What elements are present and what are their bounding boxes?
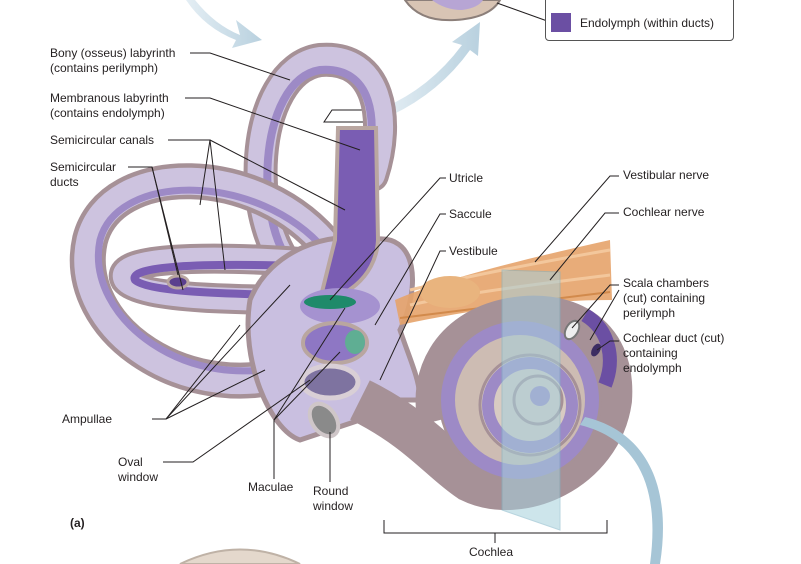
semicircular-duct-cut xyxy=(166,274,190,290)
endolymph-legend-label: Endolymph (within ducts) xyxy=(580,16,715,30)
label-ampullae: Ampullae xyxy=(62,412,113,426)
label-membranous-labyrinth: Membranous labyrinth (contains endolymph… xyxy=(50,91,169,120)
magnified-view-circle xyxy=(403,0,551,23)
label-vestibule: Vestibule xyxy=(449,244,498,258)
label-maculae: Maculae xyxy=(248,480,294,494)
label-cochlea: Cochlea xyxy=(469,545,514,559)
label-utricle: Utricle xyxy=(449,171,484,185)
label-saccule: Saccule xyxy=(449,207,492,221)
label-semicircular-ducts: Semicircular ducts xyxy=(50,160,117,189)
section-plane xyxy=(501,269,561,531)
legend-box xyxy=(545,0,734,41)
panel-label: (a) xyxy=(70,516,85,530)
endolymph-legend-swatch xyxy=(551,13,571,32)
bottom-detail-circle xyxy=(179,548,301,564)
top-left-arrow xyxy=(186,0,262,48)
label-round-window: Round window xyxy=(313,484,354,513)
label-bony-labyrinth: Bony (osseus) labyrinth (contains perily… xyxy=(50,46,176,75)
label-vestibular-nerve: Vestibular nerve xyxy=(623,168,710,182)
label-scala-chambers: Scala chambers (cut) containing perilymp… xyxy=(623,276,710,320)
label-cochlear-nerve: Cochlear nerve xyxy=(623,205,705,219)
cochlea-detail-arrow xyxy=(580,417,663,564)
leader-lines xyxy=(128,52,620,543)
vestibule-body xyxy=(245,126,423,443)
semicircular-canals xyxy=(69,42,398,399)
label-cochlear-duct: Cochlear duct (cut) containing endolymph xyxy=(623,331,725,375)
label-oval-window: Oval window xyxy=(118,455,159,484)
label-semicircular-canals: Semicircular canals xyxy=(50,133,155,147)
